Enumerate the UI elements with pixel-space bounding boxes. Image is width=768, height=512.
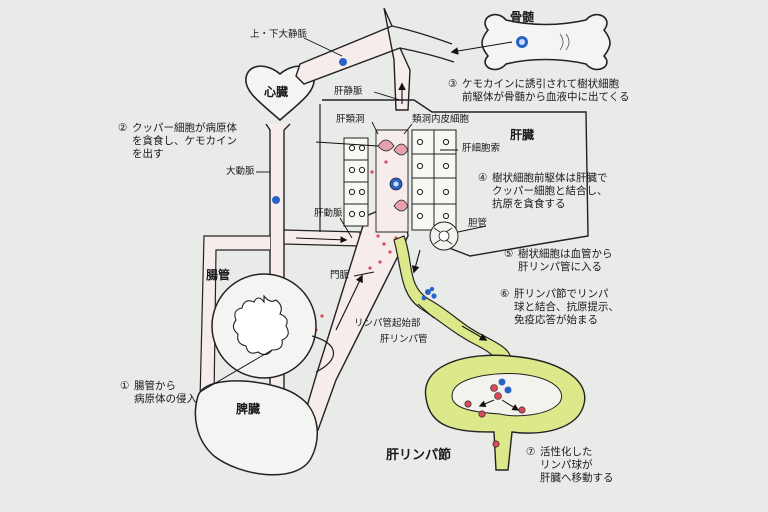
step-5-line-1: 樹状細胞は血管から xyxy=(518,248,613,260)
hepatic-cord-left xyxy=(343,137,369,227)
step-4-line-2: クッパー細胞と結合し、 xyxy=(492,185,608,197)
step-6-line-1: 肝リンパ節でリンパ xyxy=(514,288,609,300)
step-7: ⑦ 活性化した リンパ球が 肝臓へ移動する xyxy=(526,446,614,485)
dendritic-cell-cluster xyxy=(421,286,437,301)
leader-lines xyxy=(199,37,487,393)
step-6: ⑥ 肝リンパ節でリンパ 球と結合、抗原提示、 免疫応答が始まる xyxy=(500,288,619,327)
spleen-shape xyxy=(194,380,318,476)
step-5-number: ⑤ xyxy=(504,248,514,260)
bile-duct-icon xyxy=(429,221,459,251)
label-hepatic-cord: 肝細胞索 xyxy=(462,143,501,154)
step-2-line-3: を出す xyxy=(132,148,164,160)
label-hepatic-vein: 肝静脈 xyxy=(334,86,363,97)
label-heart: 心臓 xyxy=(264,85,289,99)
step-2: ② クッパー細胞が病原体 を貪食し、ケモカイン を出す xyxy=(118,122,237,161)
step-4-line-1: 樹状細胞前駆体は肝臓で xyxy=(492,172,608,184)
label-vena-cava: 上・下大静脈 xyxy=(250,29,308,40)
step-4-line-3: 抗原を貪食する xyxy=(492,198,566,210)
step-3-number: ③ xyxy=(448,78,458,90)
label-aorta: 大動脈 xyxy=(226,166,255,177)
label-bone-marrow: 骨髄 xyxy=(510,10,535,24)
step-6-line-2: 球と結合、抗原提示、 xyxy=(514,301,619,313)
label-sinusoid: 肝類洞 xyxy=(336,114,365,125)
step-4: ④ 樹状細胞前駆体は肝臓で クッパー細胞と結合し、 抗原を貪食する xyxy=(478,172,608,211)
label-lymph-origin: リンパ管起始部 xyxy=(354,318,421,329)
hepatic-cord-right xyxy=(411,129,457,231)
label-bile-duct: 胆管 xyxy=(468,218,488,229)
kupffer-cells xyxy=(377,139,409,212)
step-1-number: ① xyxy=(120,380,130,392)
label-sinusoid-endothelium: 類洞内皮細胞 xyxy=(412,114,470,125)
step-3: ③ ケモカインに誘引されて樹状細胞 前駆体が骨髄から血液中に出てくる xyxy=(448,78,629,104)
step-1-line-1: 腸管から xyxy=(134,380,176,392)
step-2-line-1: クッパー細胞が病原体 xyxy=(132,122,237,134)
heart-shape xyxy=(245,65,315,122)
label-hepatic-lymph-duct: 肝リンパ管 xyxy=(380,334,428,345)
step-3-line-1: ケモカインに誘引されて樹状細胞 xyxy=(462,78,620,90)
step-1: ① 腸管から 病原体の侵入 xyxy=(120,380,197,406)
label-liver: 肝臓 xyxy=(510,128,535,142)
step-7-line-1: 活性化した xyxy=(540,446,593,458)
label-intestine: 腸管 xyxy=(206,268,231,282)
bone-marrow-shape xyxy=(481,13,611,71)
lymphocyte-cluster xyxy=(464,378,526,448)
step-2-number: ② xyxy=(118,122,128,134)
step-7-line-2: リンパ球が xyxy=(540,459,593,471)
step-7-line-3: 肝臓へ移動する xyxy=(540,472,614,484)
label-hepatic-artery: 肝動脈 xyxy=(314,208,343,219)
intestine-shape xyxy=(211,273,317,379)
step-6-number: ⑥ xyxy=(500,288,510,300)
liver-outline xyxy=(322,99,589,257)
step-3-line-2: 前駆体が骨髄から血液中に出てくる xyxy=(462,91,630,103)
step-1-line-2: 病原体の侵入 xyxy=(134,393,197,405)
step-6-line-3: 免疫応答が始まる xyxy=(514,314,598,326)
step-7-number: ⑦ xyxy=(526,446,536,458)
label-hepatic-lymph-node: 肝リンパ節 xyxy=(386,448,452,463)
step-5-line-2: 肝リンパ管に入る xyxy=(518,261,602,273)
step-5: ⑤ 樹状細胞は血管から 肝リンパ管に入る xyxy=(504,248,613,274)
label-spleen: 脾臓 xyxy=(236,402,261,416)
step-2-line-2: を貪食し、ケモカイン xyxy=(132,135,237,147)
label-portal-vein: 門脈 xyxy=(330,270,350,281)
step-4-number: ④ xyxy=(478,172,488,184)
